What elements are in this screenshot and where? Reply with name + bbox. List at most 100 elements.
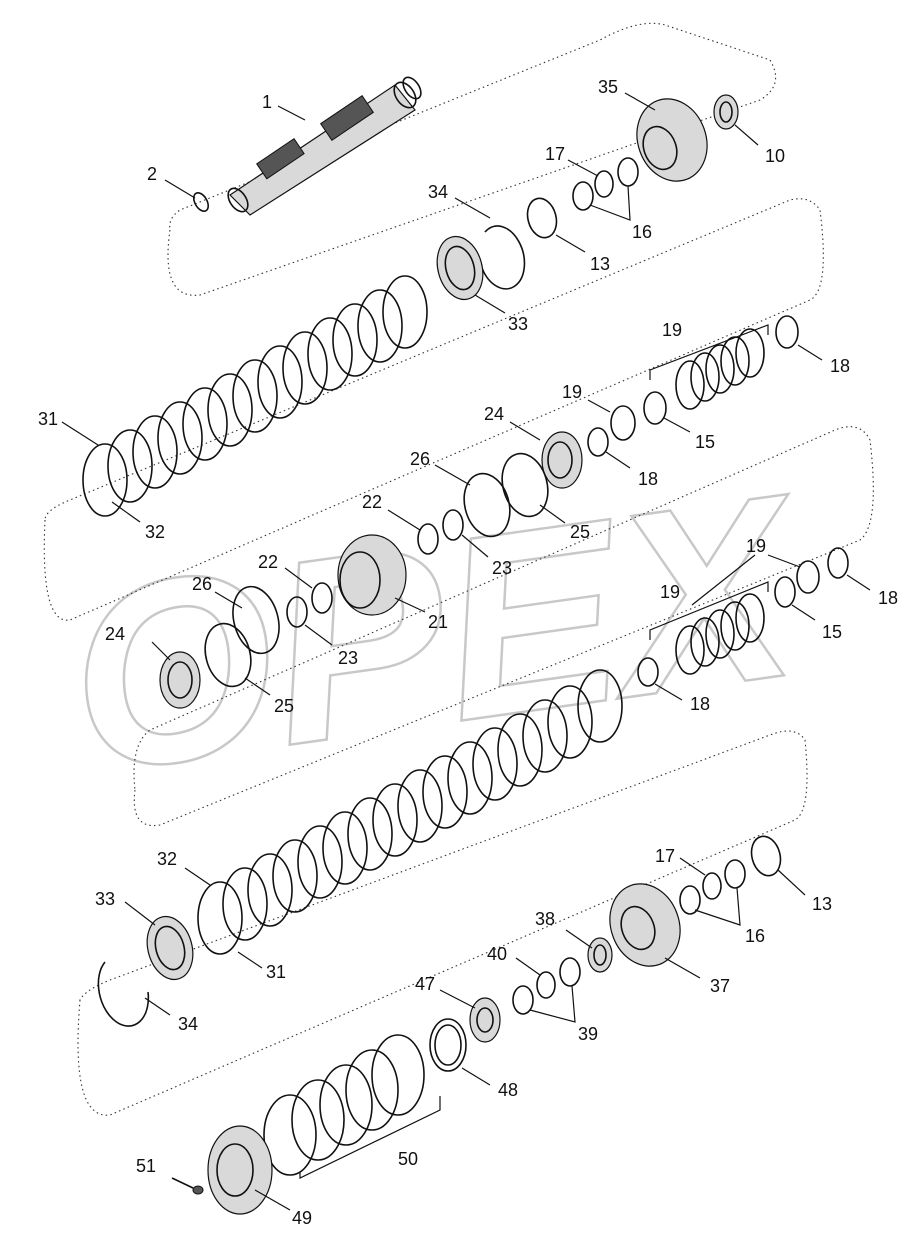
end-plate-part-33-b xyxy=(146,915,194,981)
seal-part-23-a xyxy=(442,509,464,541)
seal-part-22-a xyxy=(417,523,439,555)
callout-18: 18 xyxy=(638,469,658,489)
ring-part-18-d xyxy=(827,547,849,579)
ring-part-19-d xyxy=(796,560,820,594)
callout-35: 35 xyxy=(598,77,618,97)
callout-15: 15 xyxy=(695,432,715,452)
group-outline-top xyxy=(167,22,777,296)
callout-25: 25 xyxy=(570,522,590,542)
clutch-hub-part-21 xyxy=(337,534,407,616)
callout-18: 18 xyxy=(830,356,850,376)
callout-18: 18 xyxy=(878,588,898,608)
gear-part-37 xyxy=(609,883,681,967)
bolt-part-51 xyxy=(171,1177,204,1195)
washer-part-16-d xyxy=(724,859,746,889)
callout-40: 40 xyxy=(487,944,507,964)
callout-15: 15 xyxy=(822,622,842,642)
callout-50: 50 xyxy=(398,1149,418,1169)
callout-18: 18 xyxy=(690,694,710,714)
gear-part-35 xyxy=(636,98,708,182)
callout-2: 2 xyxy=(147,164,157,184)
ring-part-18-b xyxy=(587,427,609,457)
callout-24: 24 xyxy=(484,404,504,424)
snap-ring-part-13-b xyxy=(750,835,782,877)
callout-10: 10 xyxy=(765,146,785,166)
callout-24: 24 xyxy=(105,624,125,644)
callout-19: 19 xyxy=(660,582,680,602)
ring-part-18-c xyxy=(637,657,659,687)
shaft-part-1 xyxy=(227,76,422,216)
callout-34: 34 xyxy=(178,1014,198,1034)
callout-31: 31 xyxy=(266,962,286,982)
callout-17: 17 xyxy=(655,846,675,866)
callout-49: 49 xyxy=(292,1208,312,1228)
callout-labels: 1 2 35 10 17 16 34 13 33 19 18 19 15 24 … xyxy=(38,77,898,1228)
callout-25: 25 xyxy=(274,696,294,716)
callout-19: 19 xyxy=(746,536,766,556)
ring-part-19-b xyxy=(610,405,636,441)
disc-stack-part-19-a xyxy=(675,328,765,410)
callout-23: 23 xyxy=(492,558,512,578)
callout-48: 48 xyxy=(498,1080,518,1100)
piston-part-24-b xyxy=(159,651,201,709)
washer-part-17-a xyxy=(594,170,614,198)
needle-bearing-part-38 xyxy=(587,937,613,973)
ring-part-15-b xyxy=(774,576,796,608)
washer-part-16-b xyxy=(617,157,639,187)
seal-part-22-b xyxy=(311,582,333,614)
snap-ring-part-13-a xyxy=(526,197,558,239)
clutch-pack-lower xyxy=(197,669,623,955)
group-outline-bottom xyxy=(77,730,808,1116)
callout-26: 26 xyxy=(192,574,212,594)
group-outline-upper-pack xyxy=(43,198,824,621)
bearing-part-47 xyxy=(469,997,501,1043)
ring-part-48 xyxy=(429,1018,467,1072)
shim-stack-part-50 xyxy=(263,1034,425,1176)
callout-13: 13 xyxy=(812,894,832,914)
ring-part-18-a xyxy=(775,315,799,349)
seal-part-25-a xyxy=(501,452,549,518)
washer-part-17-b xyxy=(702,872,722,900)
callout-26: 26 xyxy=(410,449,430,469)
callout-16: 16 xyxy=(745,926,765,946)
callout-22: 22 xyxy=(362,492,382,512)
callout-22: 22 xyxy=(258,552,278,572)
callout-51: 51 xyxy=(136,1156,156,1176)
seal-part-26-a xyxy=(463,472,511,538)
clutch-pack-upper xyxy=(82,275,428,517)
washer-part-40 xyxy=(536,971,556,999)
callout-32: 32 xyxy=(145,522,165,542)
washer-part-16-c xyxy=(679,885,701,915)
callout-23: 23 xyxy=(338,648,358,668)
seal-part-26-b xyxy=(232,585,280,655)
callout-39: 39 xyxy=(578,1024,598,1044)
callout-21: 21 xyxy=(428,612,448,632)
callout-16: 16 xyxy=(632,222,652,242)
callout-1: 1 xyxy=(262,92,272,112)
seal-part-23-b xyxy=(286,596,308,628)
callout-37: 37 xyxy=(710,976,730,996)
callout-32: 32 xyxy=(157,849,177,869)
leader-lines xyxy=(61,92,871,1211)
callout-31: 31 xyxy=(38,409,58,429)
callout-19: 19 xyxy=(562,382,582,402)
disc-stack-part-19-c xyxy=(675,593,765,675)
o-ring-part-2 xyxy=(192,192,210,212)
end-plate-part-33-a xyxy=(436,235,484,301)
snap-ring-part-34-b xyxy=(97,961,150,1027)
bearing-cap-part-49 xyxy=(207,1125,273,1215)
seal-part-25-b xyxy=(204,622,252,688)
needle-bearing-part-10 xyxy=(713,94,739,130)
callout-17: 17 xyxy=(545,144,565,164)
ring-part-15-a xyxy=(643,391,667,425)
washer-part-39-a xyxy=(512,985,534,1015)
callout-34: 34 xyxy=(428,182,448,202)
callout-38: 38 xyxy=(535,909,555,929)
callout-19: 19 xyxy=(662,320,682,340)
group-outline-lower-pack xyxy=(133,426,874,827)
callout-33: 33 xyxy=(95,889,115,909)
washer-part-16-a xyxy=(572,181,594,211)
callout-47: 47 xyxy=(415,974,435,994)
snap-ring-part-34-a xyxy=(481,225,526,290)
